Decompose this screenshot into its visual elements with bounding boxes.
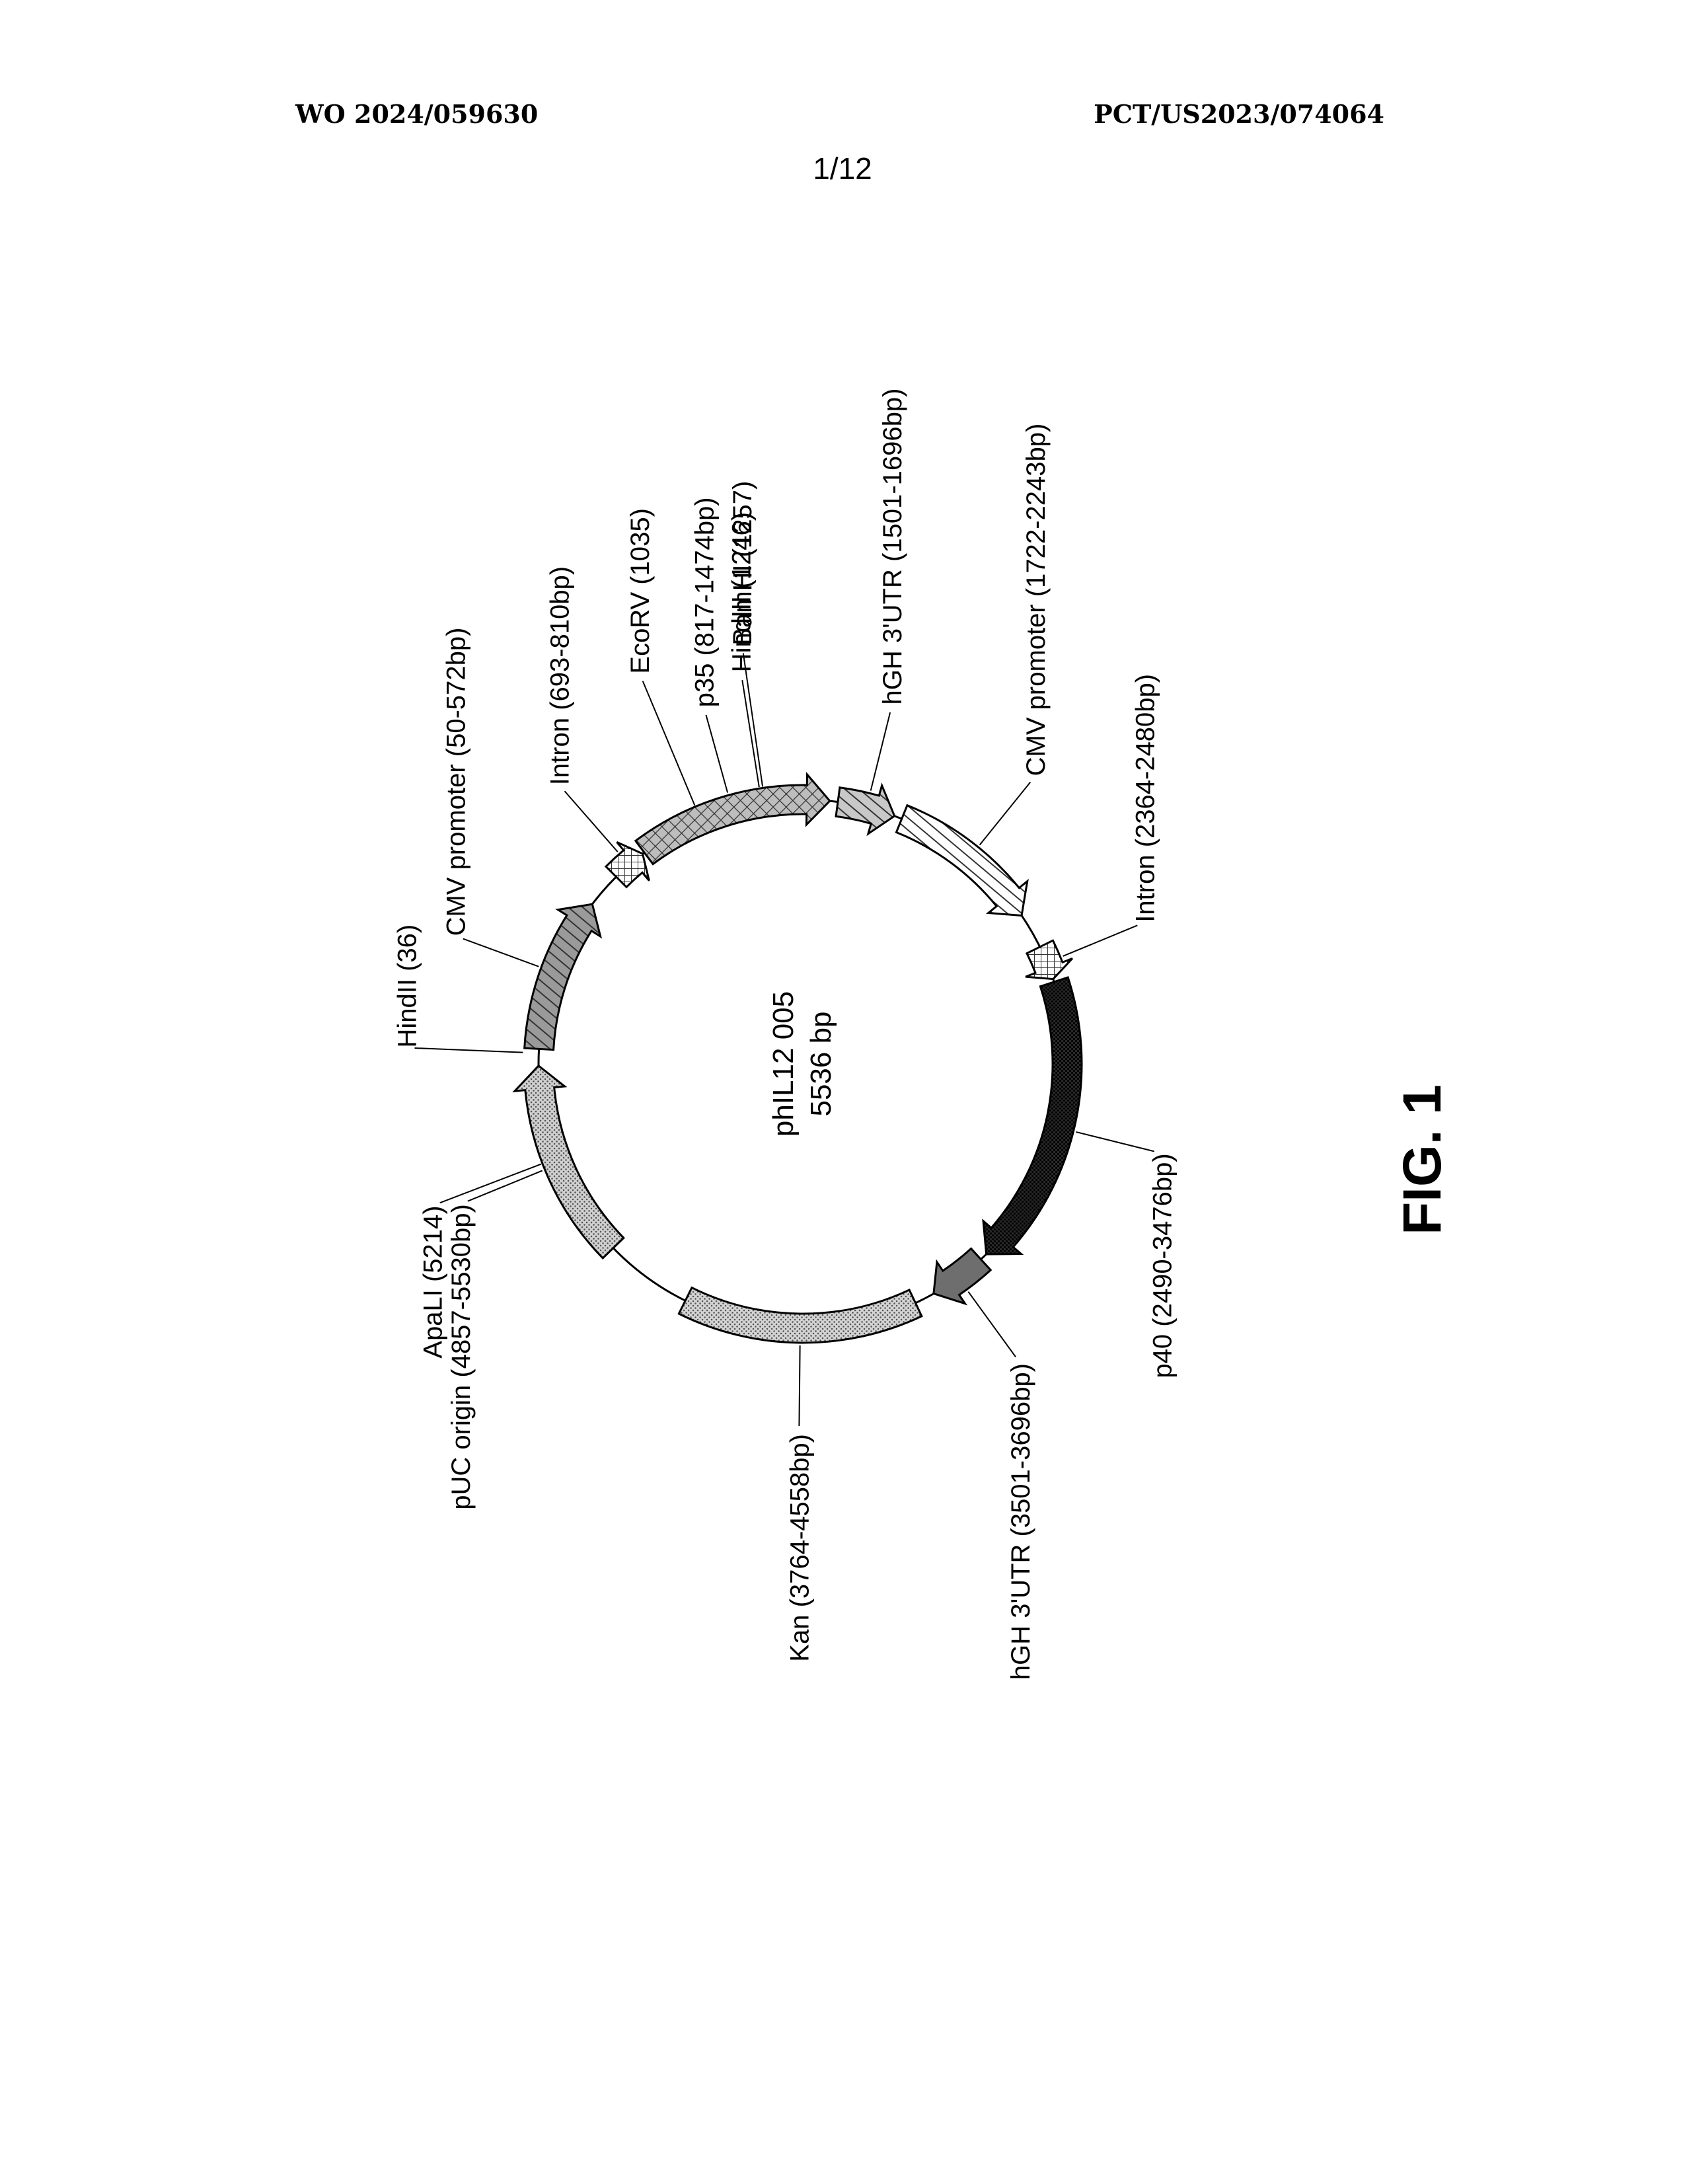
site-leader-3 [743,654,763,787]
site-label-0: HindII (36) [393,924,422,1048]
leader-hgh1 [871,712,890,790]
leader-kan [799,1345,800,1426]
label-cmv2: CMV promoter (1722-2243bp) [1022,424,1051,776]
plasmid-name: phIL12 005 [767,991,800,1137]
site-leader-1 [643,681,695,806]
leader-hgh2 [968,1292,1016,1357]
label-hgh1: hGH 3'UTR (1501-1696bp) [878,389,907,705]
label-hgh2: hGH 3'UTR (3501-3696bp) [1006,1363,1035,1680]
label-p40: p40 (2490-3476bp) [1148,1153,1177,1378]
label-cmv1: CMV promoter (50-572bp) [442,628,471,936]
plasmid-size: 5536 bp [805,1011,837,1116]
label-intron2: Intron (2364-2480bp) [1131,674,1160,923]
leader-intron2 [1063,925,1138,956]
label-intron1: Intron (693-810bp) [546,566,575,785]
leader-p35 [706,715,728,793]
site-label-4: ApaLI (5214) [419,1205,448,1358]
label-kan: Kan (3764-4558bp) [785,1434,814,1662]
feature-cmv2 [896,806,1027,916]
feature-intron2 [1026,940,1072,979]
feature-kan [679,1288,922,1343]
leader-cmv2 [980,782,1031,845]
feature-puc [515,1066,624,1258]
leader-intron1 [565,791,618,852]
feature-hgh1 [836,786,895,834]
leader-cmv1 [463,939,539,967]
site-leader-0 [414,1048,523,1053]
site-leader-4 [440,1164,541,1203]
leader-p40 [1076,1132,1154,1151]
feature-p40 [983,977,1082,1254]
site-leader-2 [742,680,759,787]
site-label-3: BamHI (1257) [728,481,757,646]
feature-p35 [636,774,830,864]
site-label-1: EcoRV (1035) [626,508,655,674]
figure-label: FIG. 1 [1392,1084,1452,1235]
label-puc: pUC origin (4857-5530bp) [447,1204,476,1510]
feature-hgh2 [934,1248,991,1303]
leader-puc [468,1170,543,1201]
feature-cmv1 [525,904,601,1049]
label-p35: p35 (817-1474bp) [690,497,719,707]
